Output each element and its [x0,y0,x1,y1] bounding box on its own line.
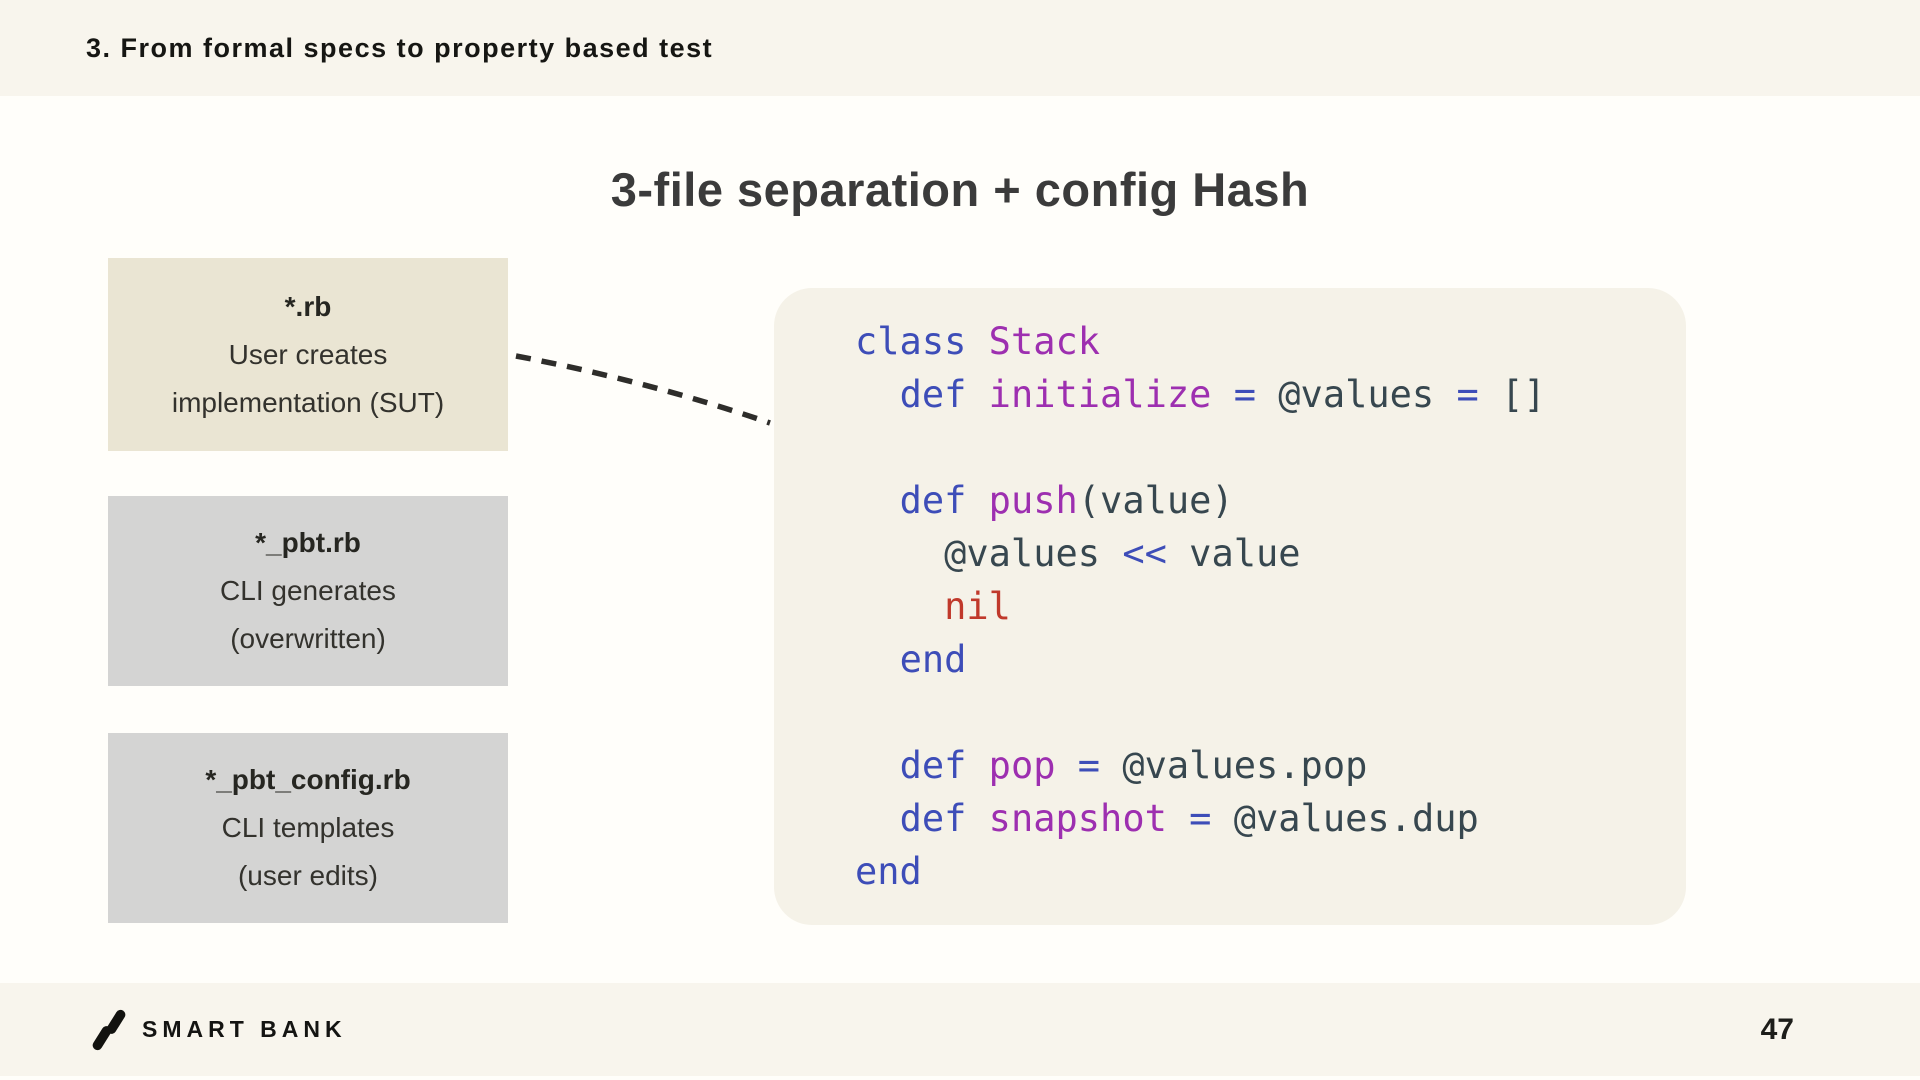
code-line [855,686,1656,739]
code-line: nil [944,585,1011,628]
section-heading: 3. From formal specs to property based t… [86,32,714,63]
file-box-description-line: (user edits) [237,860,379,891]
code-line: end [855,850,922,893]
file-box-description-line: User creates [228,338,388,370]
slide-footer-bar: SMART BANK 47 [0,983,1920,1076]
file-box-rb: *.rb User creates implementation (SUT) [108,258,508,451]
file-box-name: *.rb [284,290,332,322]
file-box-description-line: implementation (SUT) [171,386,445,418]
code-line: def initialize = @values = [] [899,373,1546,416]
file-box-pbt-config-rb: *_pbt_config.rb CLI templates (user edit… [108,733,508,923]
page-number: 47 [1760,1012,1794,1046]
code-line: @values << value [944,532,1301,575]
brand-name: SMART BANK [142,1016,347,1042]
file-box-description-line: CLI generates [220,575,396,606]
code-line: def push(value) [899,479,1234,522]
slide-header-bar: 3. From formal specs to property based t… [0,0,1920,96]
code-line [855,421,1656,474]
slide-title: 3-file separation + config Hash [610,163,1310,216]
file-box-description-line: (overwritten) [230,623,386,654]
brand-lockup: SMART BANK [92,1007,347,1053]
code-line: class Stack [855,320,1101,363]
file-box-name: *_pbt_config.rb [205,764,411,795]
code-line: def pop = @values.pop [899,744,1368,787]
file-box-description-line: CLI templates [221,812,395,843]
code-line: end [899,638,967,681]
code-line: def snapshot = @values.dup [899,797,1479,840]
file-box-pbt-rb: *_pbt.rb CLI generates (overwritten) [108,496,508,686]
ruby-code-block: class Stack def initialize = @values = [… [774,288,1686,925]
file-box-name: *_pbt.rb [255,527,361,558]
smartbank-logo-icon [92,1009,126,1050]
